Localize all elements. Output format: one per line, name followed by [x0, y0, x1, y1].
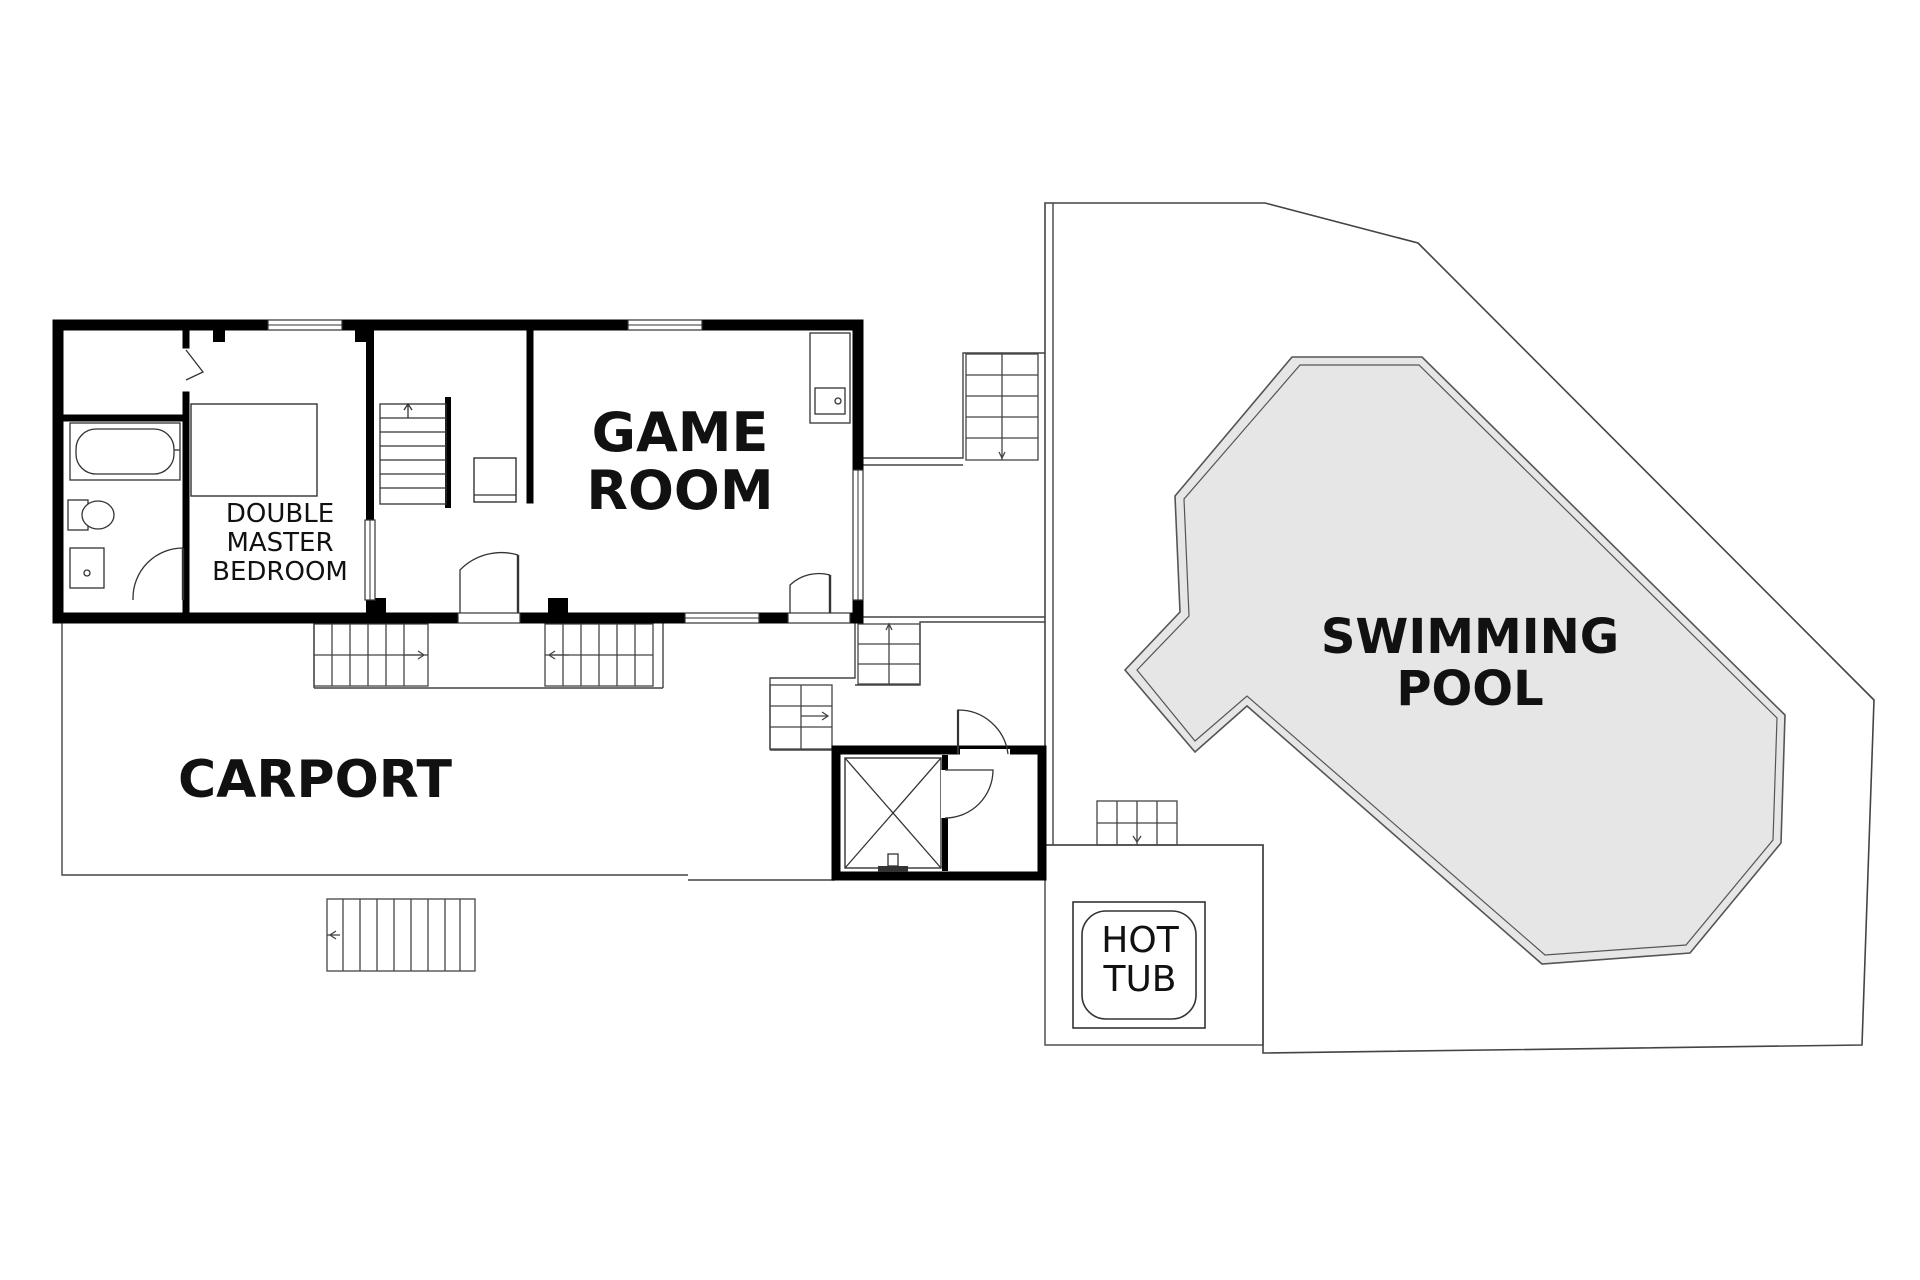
- room-label-game-room: GAME ROOM: [586, 401, 774, 523]
- bathroom-fixtures: [67, 422, 181, 589]
- room-label-swimming-pool: SWIMMING POOL: [1320, 609, 1620, 717]
- deck-stairs-left: [313, 623, 429, 687]
- wall-stub: [548, 598, 568, 613]
- walkway-stairs-upper: [965, 353, 1039, 461]
- wall-stub: [213, 330, 225, 342]
- room-label-hot-tub: HOT TUB: [1101, 920, 1179, 1000]
- doors: [132, 349, 851, 624]
- wall-stub: [372, 598, 386, 613]
- carport-front-stairs: [326, 898, 476, 972]
- game-room-stairs: [379, 402, 447, 505]
- utility-block: [831, 709, 1047, 881]
- swimming-pool: [1123, 356, 1786, 965]
- swimming-pool-coping: [1136, 364, 1778, 956]
- bed: [190, 403, 318, 497]
- walkway-stairs-middle: [857, 622, 921, 685]
- room-label-carport: CARPORT: [178, 750, 452, 810]
- deck-stairs-right: [544, 623, 654, 687]
- wall-stub: [355, 330, 367, 342]
- windows: [267, 319, 864, 624]
- walkway-stairs-lower: [769, 684, 833, 750]
- kitchen-counter: [809, 332, 851, 424]
- room-label-double-master-bedroom: DOUBLE MASTER BEDROOM: [212, 499, 348, 588]
- hot-tub-basin: [1081, 910, 1197, 1020]
- hot-tub-stairs: [1096, 800, 1178, 846]
